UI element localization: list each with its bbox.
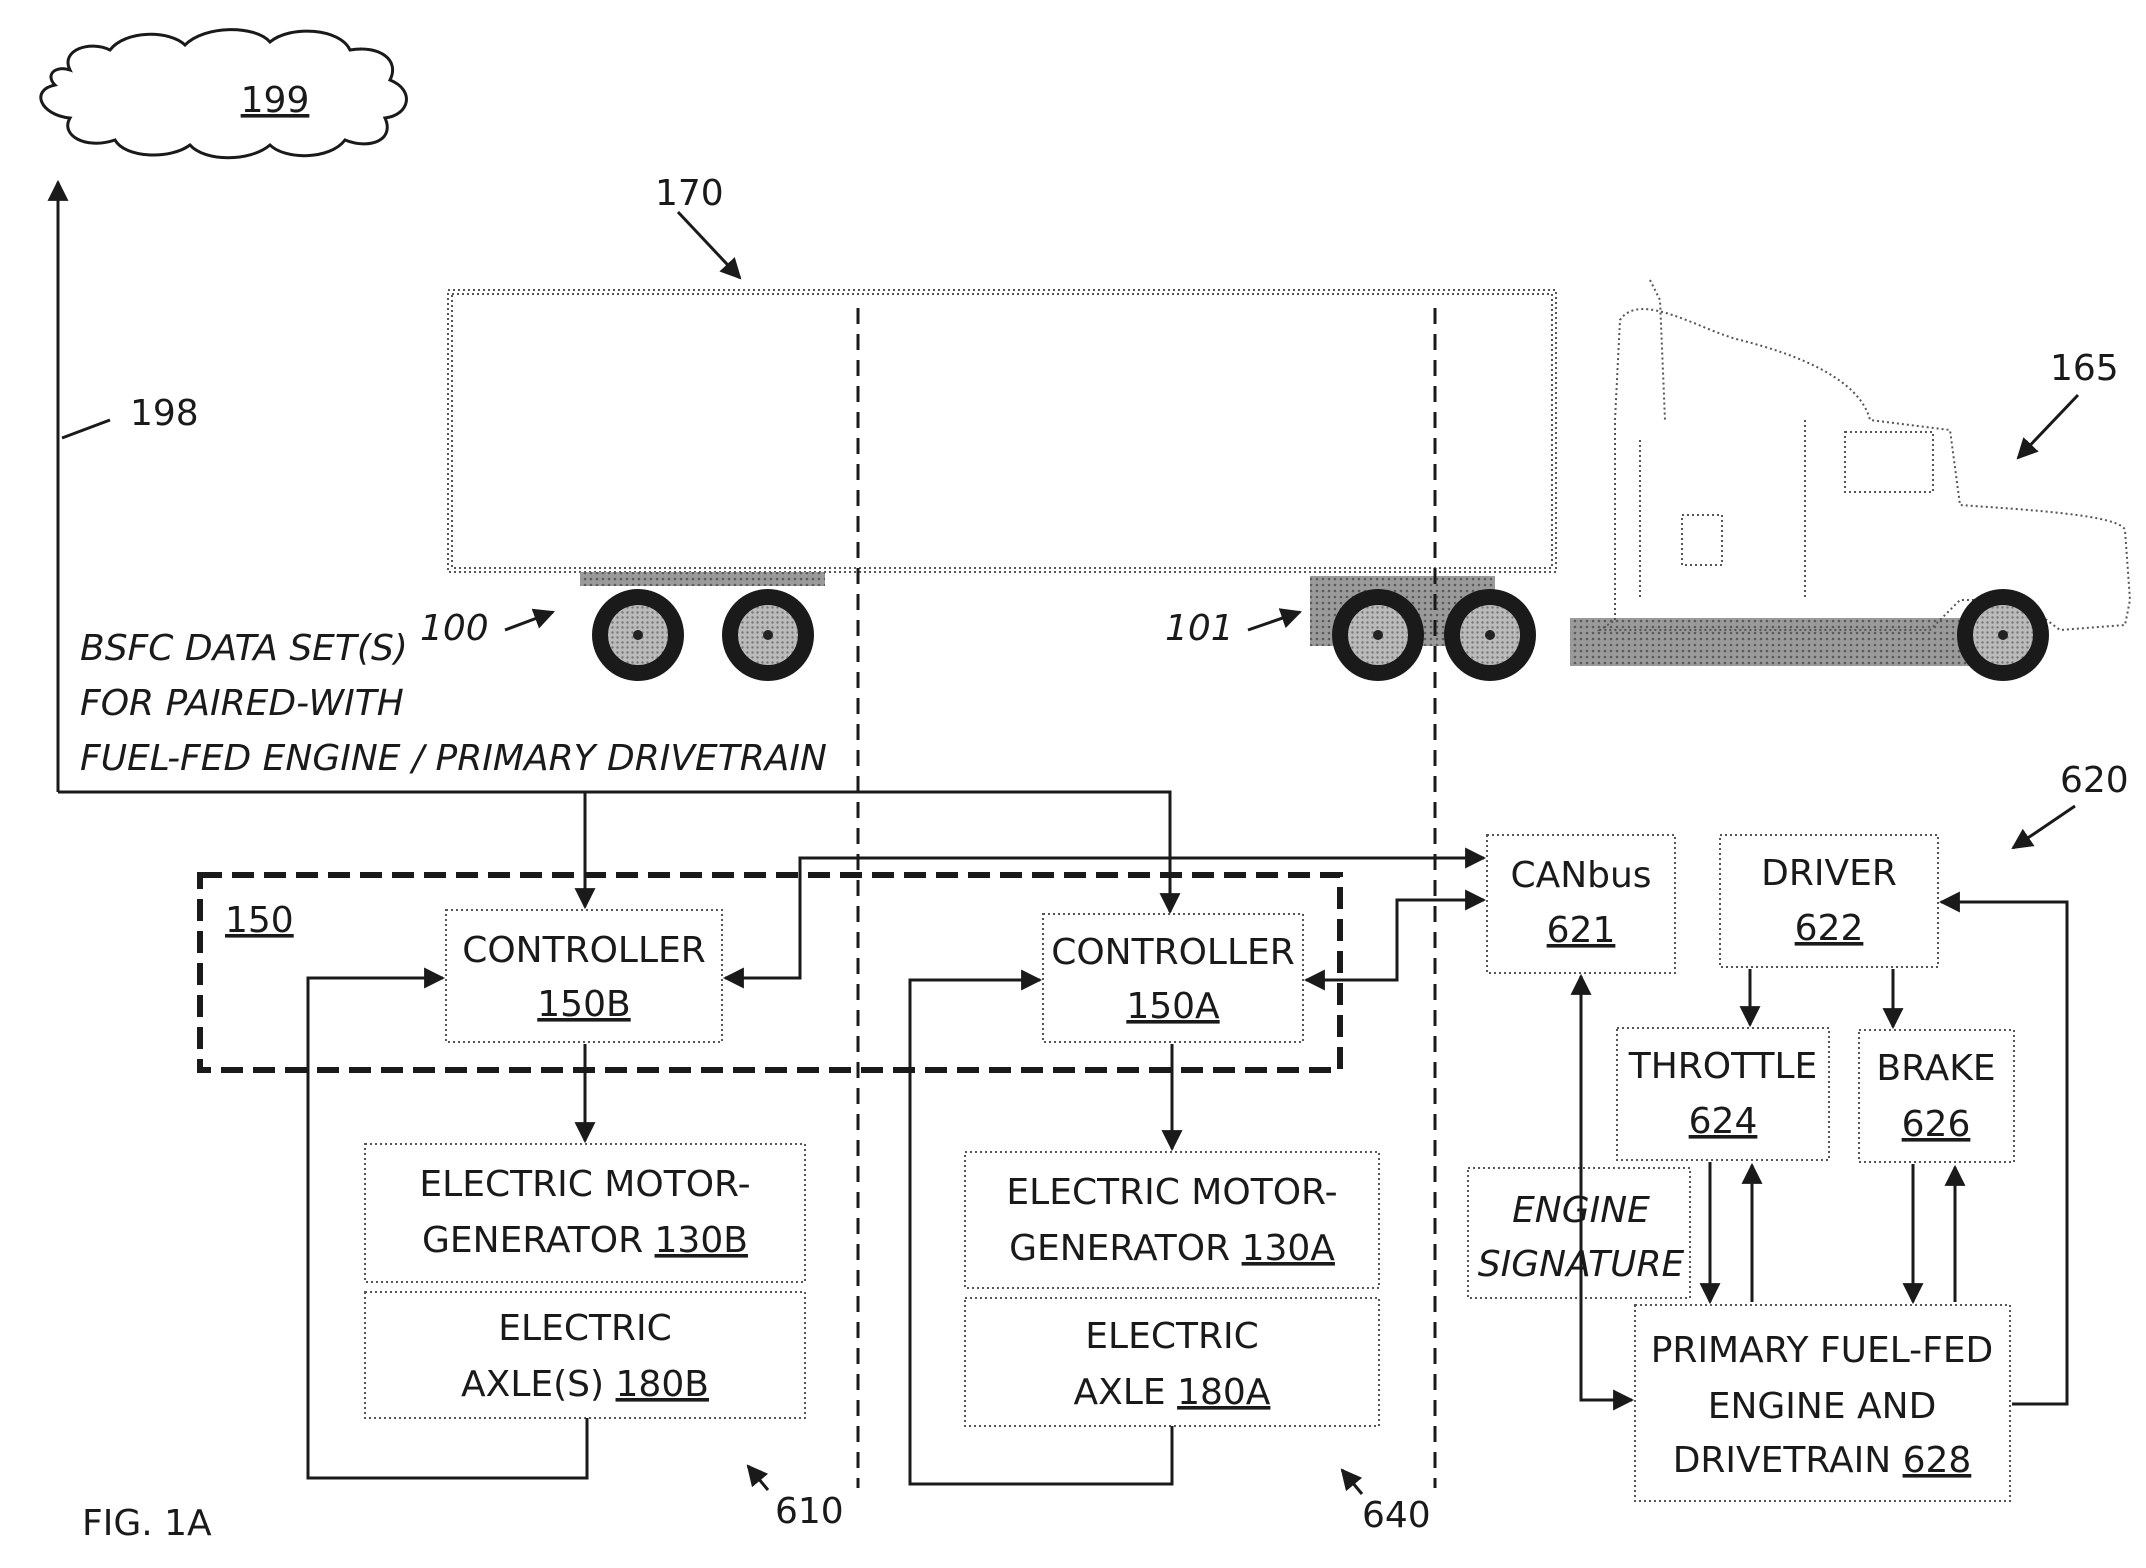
cloud-ref: 199 [241, 80, 310, 121]
tractor-165: 165 [1310, 279, 2132, 666]
canbus-to-150b [722, 847, 1487, 989]
data-line-to-150a [58, 790, 1181, 915]
tractor-frame-front [1570, 618, 2000, 666]
trailer-undercarriage [580, 572, 825, 586]
canbus-label: CANbus [1510, 855, 1651, 896]
axle-180a-line2: AXLE 180A [1074, 1372, 1271, 1413]
canbus-621-box: CANbus 621 [1486, 834, 1676, 974]
engine-to-driver [1938, 891, 2069, 1406]
cloud-199: 199 [39, 28, 408, 160]
throttle-ref: 624 [1689, 1101, 1758, 1142]
engine-line3: DRIVETRAIN 628 [1673, 1440, 1972, 1481]
driver-label: DRIVER [1761, 853, 1897, 894]
tractor-step [1681, 514, 1723, 566]
controller-150a-box: CONTROLLER 150A [1042, 913, 1304, 1043]
canbus-engine-link [1570, 973, 1635, 1411]
tractor-axle-ref: 101 [1165, 608, 1234, 649]
system-610-ref: 610 [775, 1491, 844, 1532]
axle-180b-line1: ELECTRIC [498, 1308, 671, 1349]
trailer-axle-ref: 100 [420, 608, 489, 649]
brake-label: BRAKE [1876, 1048, 1995, 1089]
driver-622-box: DRIVER 622 [1719, 834, 1939, 968]
motor-130b-line2: GENERATOR 130B [422, 1220, 748, 1261]
canbus-to-150a [1303, 889, 1487, 991]
motor-130a-line2: GENERATOR 130A [1009, 1228, 1335, 1269]
axle-180b-line2: AXLE(S) 180B [461, 1364, 709, 1405]
throttle-624-box: THROTTLE 624 [1616, 1027, 1830, 1161]
tractor-window [1844, 431, 1934, 493]
system-640-ref: 640 [1362, 1495, 1431, 1536]
wheel [1957, 589, 2049, 681]
controller-150b-box: CONTROLLER 150B [445, 909, 723, 1043]
system-620-ref: 620 [2060, 760, 2129, 801]
engine-line2: ENGINE AND [1708, 1386, 1937, 1427]
controller-150b-label: CONTROLLER [462, 930, 706, 971]
tractor-ref: 165 [2050, 348, 2119, 389]
axle-180a-line1: ELECTRIC [1085, 1316, 1258, 1357]
controller-150a-label: CONTROLLER [1051, 932, 1295, 973]
engine-line1: PRIMARY FUEL-FED [1651, 1330, 1994, 1371]
wheel [592, 589, 684, 681]
bsfc-text-line: FOR PAIRED-WITH [80, 683, 404, 724]
wheel [1332, 589, 1424, 681]
wheel [1444, 589, 1536, 681]
controller-150b-ref: 150B [537, 984, 630, 1025]
trailer-ref: 170 [655, 173, 724, 214]
brake-ref: 626 [1902, 1104, 1971, 1145]
electric-axle-180a-box: ELECTRIC AXLE 180A [964, 1297, 1380, 1427]
motor-130b-line1: ELECTRIC MOTOR- [419, 1164, 750, 1205]
motor-generator-130b-box: ELECTRIC MOTOR- GENERATOR 130B [364, 1143, 806, 1283]
link-ref: 198 [130, 393, 199, 434]
wheels [592, 589, 2049, 681]
throttle-label: THROTTLE [1628, 1046, 1818, 1087]
figure-label: FIG. 1A [82, 1503, 212, 1544]
motor-130a-line1: ELECTRIC MOTOR- [1006, 1172, 1337, 1213]
controller-150a-ref: 150A [1126, 986, 1220, 1027]
driver-ref: 622 [1795, 908, 1864, 949]
brake-626-box: BRAKE 626 [1858, 1029, 2015, 1163]
bsfc-text-line: FUEL-FED ENGINE / PRIMARY DRIVETRAIN [80, 738, 827, 779]
feedback-180b-to-150b [306, 967, 589, 1480]
canbus-ref: 621 [1547, 910, 1616, 951]
group-ref: 150 [225, 900, 294, 941]
wheel [722, 589, 814, 681]
motor-generator-130a-box: ELECTRIC MOTOR- GENERATOR 130A [964, 1151, 1380, 1289]
bsfc-text-line: BSFC DATA SET(S) [80, 628, 408, 669]
electric-axle-180b-box: ELECTRIC AXLE(S) 180B [364, 1291, 806, 1419]
trailer-170: 170 [447, 173, 1557, 586]
engine-628-box: PRIMARY FUEL-FED ENGINE AND DRIVETRAIN 6… [1634, 1304, 2011, 1502]
